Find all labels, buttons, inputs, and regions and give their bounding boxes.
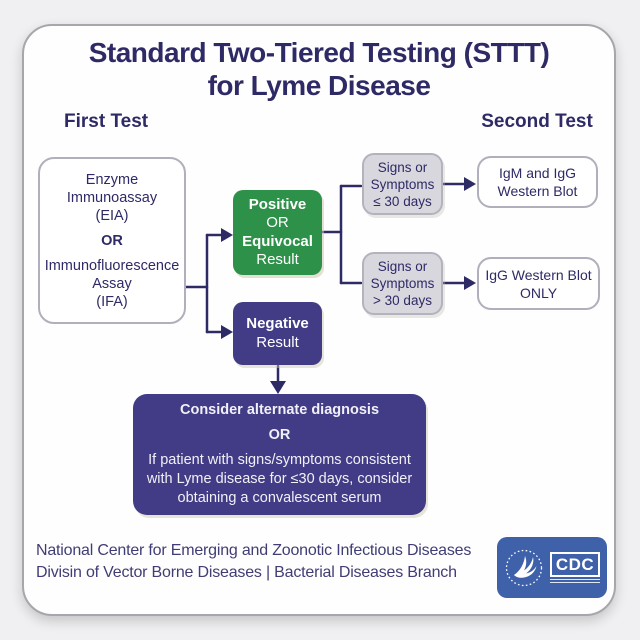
alternate-line: If patient with signs/symptoms consisten… [148, 452, 411, 468]
igg-only-western-blot-box: IgG Western Blot ONLY [477, 257, 600, 310]
positive-label: Positive [248, 195, 307, 213]
second-test-label: Second Test [481, 111, 593, 132]
igm-igg-line: Western Blot [497, 183, 578, 199]
alternate-line: Consider alternate diagnosis [179, 402, 380, 418]
eia-line: (EIA) [95, 207, 129, 224]
negative-result-label: Result [256, 333, 299, 351]
alternate-line: obtaining a convalescent serum [177, 490, 382, 506]
title-line-2: for Lyme Disease [207, 70, 431, 101]
alternate-line: with Lyme disease for ≤30 days, consider [146, 471, 413, 487]
positive-or-label: OR [266, 214, 289, 231]
igg-only-line: ONLY [519, 284, 558, 301]
signs-early-line: Symptoms [370, 176, 435, 192]
positive-equivocal-result-box: Positive OR Equivocal Result [233, 190, 322, 275]
igm-igg-line: IgM and IgG [498, 165, 577, 181]
first-test-eia-ifa-box: Enzyme Immunoassay (EIA) OR Immunofluore… [38, 157, 186, 324]
cdc-label: CDC [549, 552, 601, 578]
cdc-hhs-logo: CDC [497, 537, 607, 598]
page-title: Standard Two-Tiered Testing (STTT) for L… [22, 36, 616, 102]
title-line-1: Standard Two-Tiered Testing (STTT) [88, 37, 550, 68]
igg-only-line: IgG Western Blot [485, 266, 592, 283]
cdc-tagline-lines [549, 579, 601, 583]
igm-igg-western-blot-box: IgM and IgG Western Blot [477, 156, 598, 208]
signs-early-line: ≤ 30 days [373, 193, 432, 209]
alternate-or-label: OR [268, 427, 291, 443]
positive-result-label: Result [256, 251, 299, 268]
signs-late-line: Symptoms [370, 276, 435, 291]
footer-org-line-1: National Center for Emerging and Zoonoti… [36, 542, 472, 559]
signs-late-line: > 30 days [373, 293, 432, 308]
negative-result-box: Negative Result [233, 302, 322, 365]
footer-org-line-2: Divisin of Vector Borne Diseases | Bacte… [36, 564, 457, 581]
cdc-wordmark: CDC [549, 552, 601, 583]
ifa-line: Assay [92, 275, 132, 292]
eia-line: Immunoassay [66, 189, 158, 206]
ifa-line: (IFA) [96, 293, 128, 310]
signs-late-line: Signs or [377, 259, 428, 274]
eia-or-label: OR [101, 232, 123, 249]
hhs-eagle-icon [505, 549, 542, 586]
signs-symptoms-late-box: Signs or Symptoms > 30 days [362, 252, 443, 315]
eia-line: Enzyme [85, 171, 139, 188]
first-test-label: First Test [64, 111, 149, 132]
signs-early-line: Signs or [377, 159, 428, 175]
ifa-line: Immunofluorescence [44, 257, 180, 274]
signs-symptoms-early-box: Signs or Symptoms ≤ 30 days [362, 153, 443, 215]
negative-label: Negative [246, 315, 309, 332]
equivocal-label: Equivocal [242, 232, 313, 250]
alternate-diagnosis-box: Consider alternate diagnosis OR If patie… [133, 394, 426, 515]
